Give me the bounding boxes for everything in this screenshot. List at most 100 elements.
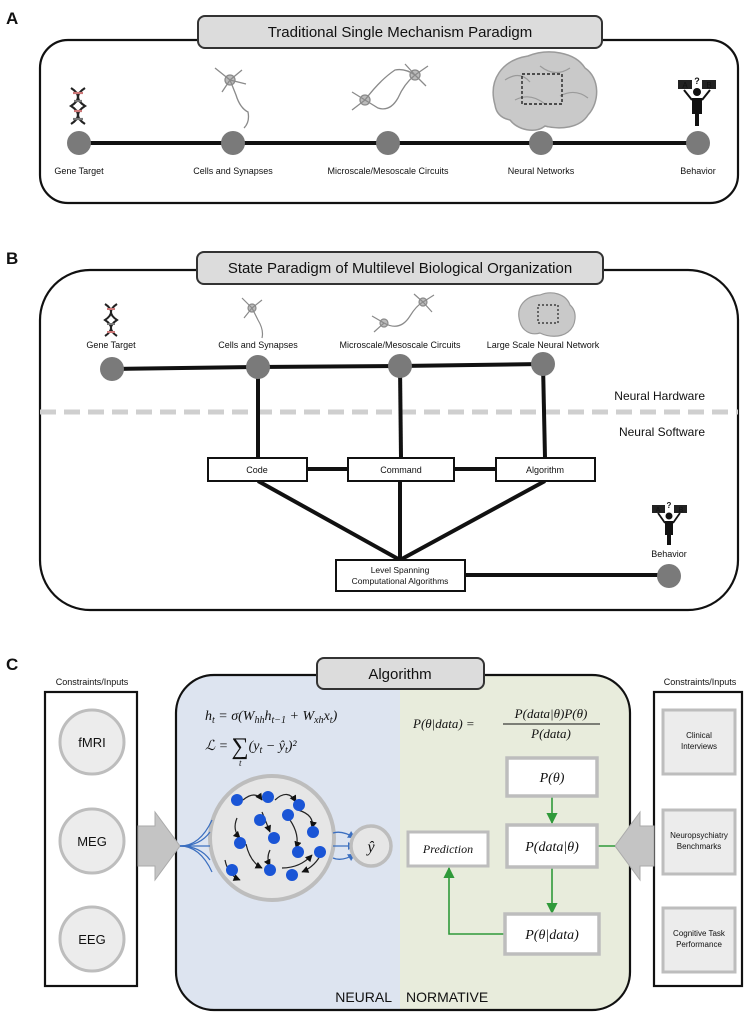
panel-a-letter: A bbox=[6, 9, 18, 28]
algorithm-title: Algorithm bbox=[368, 666, 431, 683]
brain-icon bbox=[518, 292, 576, 337]
panel-b-title: State Paradigm of Multilevel Biological … bbox=[228, 260, 572, 277]
node-gene-target-b bbox=[100, 357, 124, 381]
svg-text:B: B bbox=[706, 81, 711, 90]
node-circuits bbox=[376, 131, 400, 155]
algorithm-title-box bbox=[316, 657, 485, 690]
clinical-line2: Interviews bbox=[681, 742, 717, 751]
normative-flow-arrows bbox=[443, 797, 615, 935]
label-circuits-b: Microscale/Mesoscale Circuits bbox=[339, 340, 461, 350]
behavior-icon: A B ? bbox=[678, 76, 716, 126]
label-behavior: Behavior bbox=[680, 166, 716, 176]
fmri-circle bbox=[58, 708, 126, 776]
circuit-icon bbox=[371, 293, 435, 333]
likelihood-label: P(data|θ) bbox=[524, 840, 579, 855]
label-networks: Neural Networks bbox=[508, 166, 575, 176]
bayes-lhs: P(θ|data) = bbox=[412, 716, 475, 731]
left-header: Constraints/Inputs bbox=[56, 677, 129, 687]
likelihood-box bbox=[505, 823, 599, 869]
neuro-line2: Benchmarks bbox=[677, 842, 721, 851]
prediction-label: Prediction bbox=[422, 842, 473, 856]
eeg-label: EEG bbox=[78, 932, 105, 947]
node-behavior bbox=[686, 131, 710, 155]
cognitive-line1: Cognitive Task bbox=[673, 929, 726, 938]
left-input-arrow bbox=[137, 810, 181, 882]
posterior-label: P(θ|data) bbox=[524, 928, 579, 943]
label-gene-target-b: Gene Target bbox=[86, 340, 136, 350]
level-spanning-line2: Computational Algorithms bbox=[352, 576, 449, 586]
right-input-arrow bbox=[614, 810, 655, 882]
panel-b-title-box bbox=[196, 251, 604, 285]
panel-b-connections bbox=[111, 362, 668, 577]
brain-icon bbox=[492, 51, 598, 132]
panel-a-frame bbox=[38, 38, 740, 205]
cognitive-task-box bbox=[661, 906, 737, 974]
clinical-interviews-box bbox=[661, 708, 737, 776]
bayes-numerator: P(data|θ)P(θ) bbox=[514, 706, 588, 721]
level-spanning-line1: Level Spanning bbox=[371, 565, 430, 575]
fmri-label: fMRI bbox=[78, 735, 105, 750]
rnn-units bbox=[226, 791, 326, 881]
eeg-circle bbox=[58, 905, 126, 973]
prior-label: P(θ) bbox=[539, 771, 565, 786]
prediction-box bbox=[406, 830, 490, 868]
command-box bbox=[347, 457, 455, 482]
bayes-denominator: P(data) bbox=[530, 726, 571, 741]
node-large-network-b bbox=[531, 352, 555, 376]
circuit-icon bbox=[351, 63, 429, 111]
meg-label: MEG bbox=[77, 834, 107, 849]
neuro-line1: Neuropsychiatry bbox=[670, 831, 728, 840]
posterior-box bbox=[503, 912, 601, 956]
clinical-line1: Clinical bbox=[686, 731, 712, 740]
command-label: Command bbox=[380, 465, 422, 475]
label-large-network-b: Large Scale Neural Network bbox=[487, 340, 600, 350]
prior-box bbox=[505, 756, 599, 798]
yhat-label: ŷ bbox=[365, 839, 375, 856]
normative-label: NORMATIVE bbox=[406, 989, 488, 1005]
dna-icon bbox=[68, 87, 88, 125]
sum-index: t bbox=[239, 758, 242, 768]
node-behavior-b bbox=[657, 564, 681, 588]
panel-b: B State Paradigm of Multilevel Biologica… bbox=[6, 249, 740, 612]
panel-b-letter: B bbox=[6, 249, 18, 268]
node-circuits-b bbox=[388, 354, 412, 378]
node-cells-b bbox=[246, 355, 270, 379]
panel-a-title: Traditional Single Mechanism Paradigm bbox=[268, 24, 533, 41]
sign-b: B bbox=[679, 507, 684, 514]
code-label: Code bbox=[246, 465, 268, 475]
right-header: Constraints/Inputs bbox=[664, 677, 737, 687]
panel-c-letter: C bbox=[6, 655, 18, 674]
sign-q: ? bbox=[667, 501, 672, 510]
neural-hardware-label: Neural Hardware bbox=[614, 389, 705, 403]
label-cells-b: Cells and Synapses bbox=[218, 340, 298, 350]
neuropsychiatry-box bbox=[661, 808, 737, 876]
algorithm-label: Algorithm bbox=[526, 465, 564, 475]
node-cells bbox=[221, 131, 245, 155]
node-gene-target bbox=[67, 131, 91, 155]
svg-text:?: ? bbox=[694, 76, 700, 86]
neural-software-label: Neural Software bbox=[619, 425, 705, 439]
neuron-icon bbox=[241, 297, 264, 339]
behavior-icon: A B ? bbox=[652, 501, 687, 545]
code-box bbox=[207, 457, 308, 482]
svg-text:A: A bbox=[682, 81, 688, 90]
behavior-label-b: Behavior bbox=[651, 549, 687, 559]
meg-circle bbox=[58, 807, 126, 875]
sign-a: A bbox=[656, 507, 661, 514]
panel-a-title-box bbox=[197, 15, 603, 49]
cognitive-line2: Performance bbox=[676, 940, 722, 949]
panel-c: C Constraints/Inputs fMRI MEG EEG Constr… bbox=[6, 655, 744, 1012]
label-circuits: Microscale/Mesoscale Circuits bbox=[327, 166, 449, 176]
rnn-equation: ht = σ(Whhht−1 + Wxhxt) bbox=[205, 709, 338, 726]
yhat-circle bbox=[349, 824, 393, 868]
label-gene-target: Gene Target bbox=[54, 166, 104, 176]
dna-icon bbox=[103, 303, 119, 337]
neural-label: NEURAL bbox=[335, 989, 392, 1005]
level-spanning-box bbox=[335, 559, 466, 592]
algorithm-box bbox=[495, 457, 596, 482]
neuron-icon bbox=[214, 67, 250, 129]
label-cells: Cells and Synapses bbox=[193, 166, 273, 176]
node-networks bbox=[529, 131, 553, 155]
input-fan-lines bbox=[179, 819, 213, 873]
